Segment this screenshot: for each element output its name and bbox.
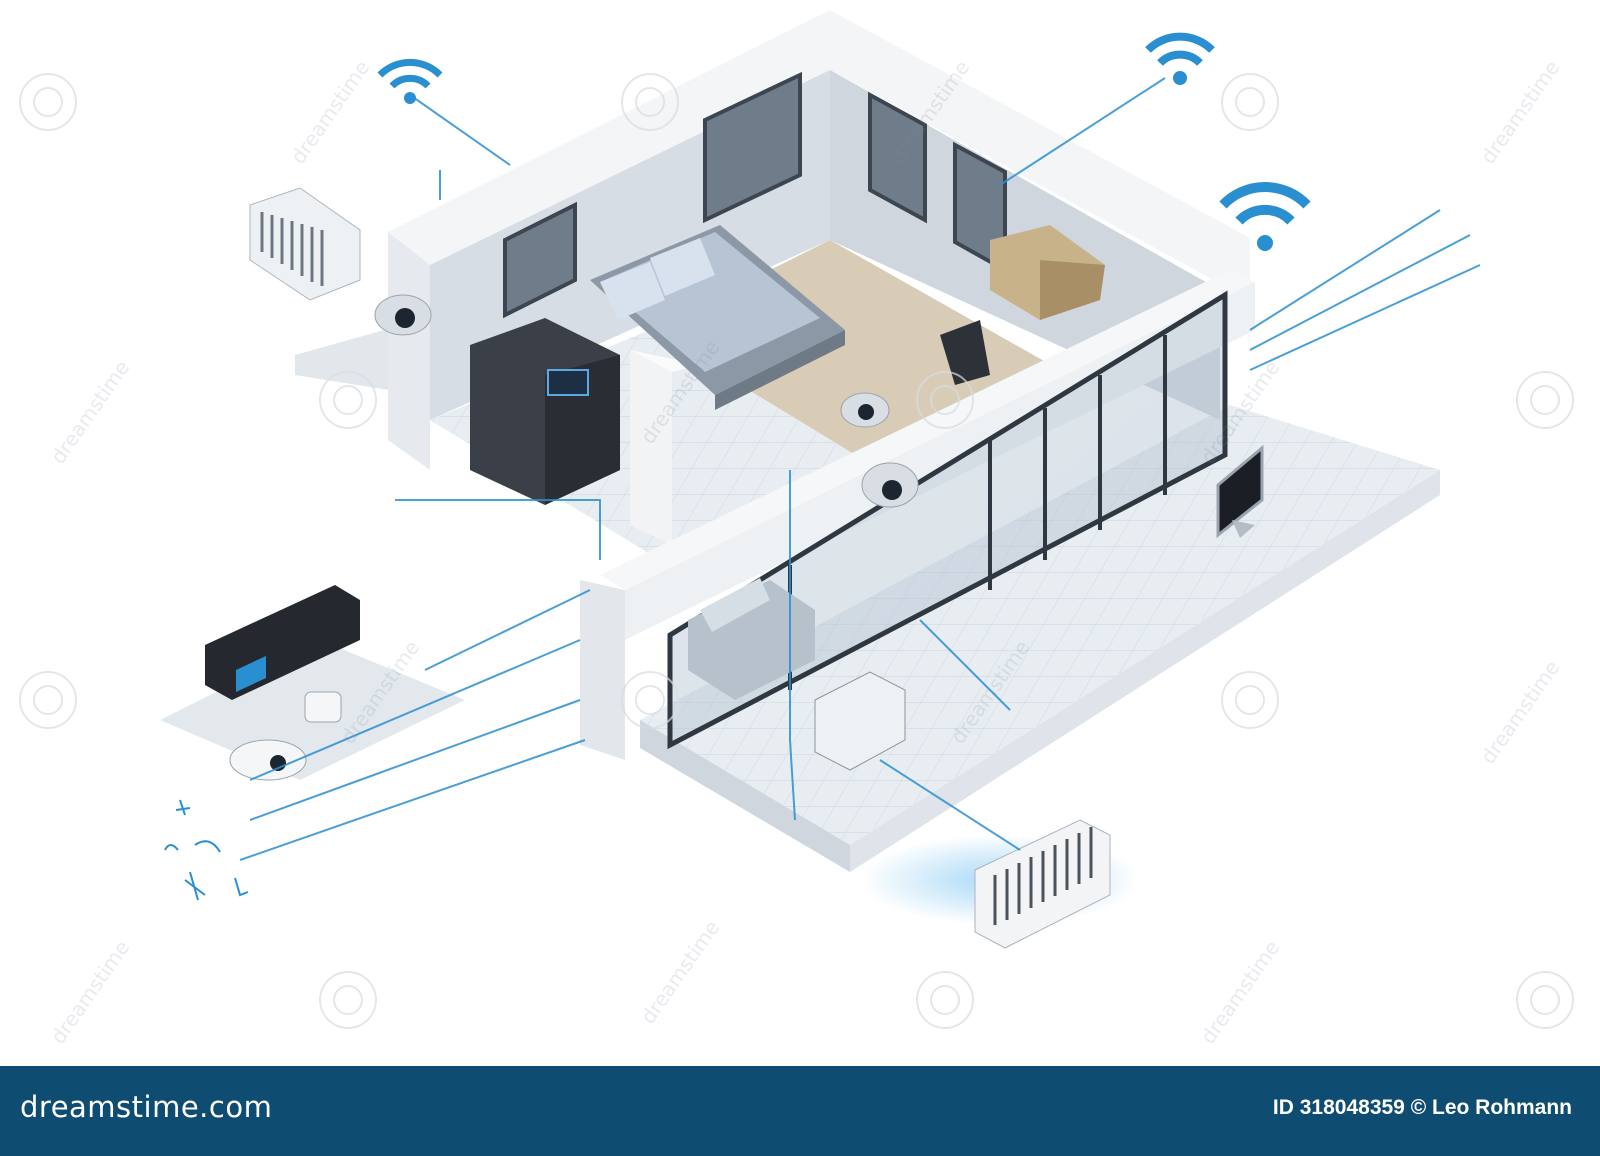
- brand-label[interactable]: dreamstime.com: [20, 1090, 273, 1124]
- windows: [503, 71, 1007, 319]
- heater-icon: [974, 819, 1111, 949]
- smart-home-illustration: [19, 10, 1574, 1029]
- wifi-icon: [1219, 182, 1311, 251]
- house-walls: [388, 10, 1255, 760]
- footer-bar: dreamstime.com ID 318048359 © Leo Rohman…: [0, 1066, 1600, 1156]
- radiator-icon: [814, 671, 906, 771]
- watermark-logos: [19, 73, 1574, 1029]
- camera-icon: [374, 294, 919, 508]
- wifi-icon: [377, 58, 443, 104]
- refrigerator: [470, 318, 620, 505]
- sofa: [688, 578, 815, 700]
- wifi-icon: [1145, 32, 1215, 85]
- air-conditioner-icon: [249, 187, 361, 301]
- bed: [590, 225, 845, 410]
- music-note-icon: [164, 799, 249, 901]
- desk: [940, 225, 1105, 385]
- image-credit: ID 318048359 © Leo Rohmann: [1272, 1096, 1572, 1119]
- device-platform: [160, 585, 465, 781]
- tv-icon: [1216, 444, 1264, 539]
- network-lines: [239, 77, 1481, 861]
